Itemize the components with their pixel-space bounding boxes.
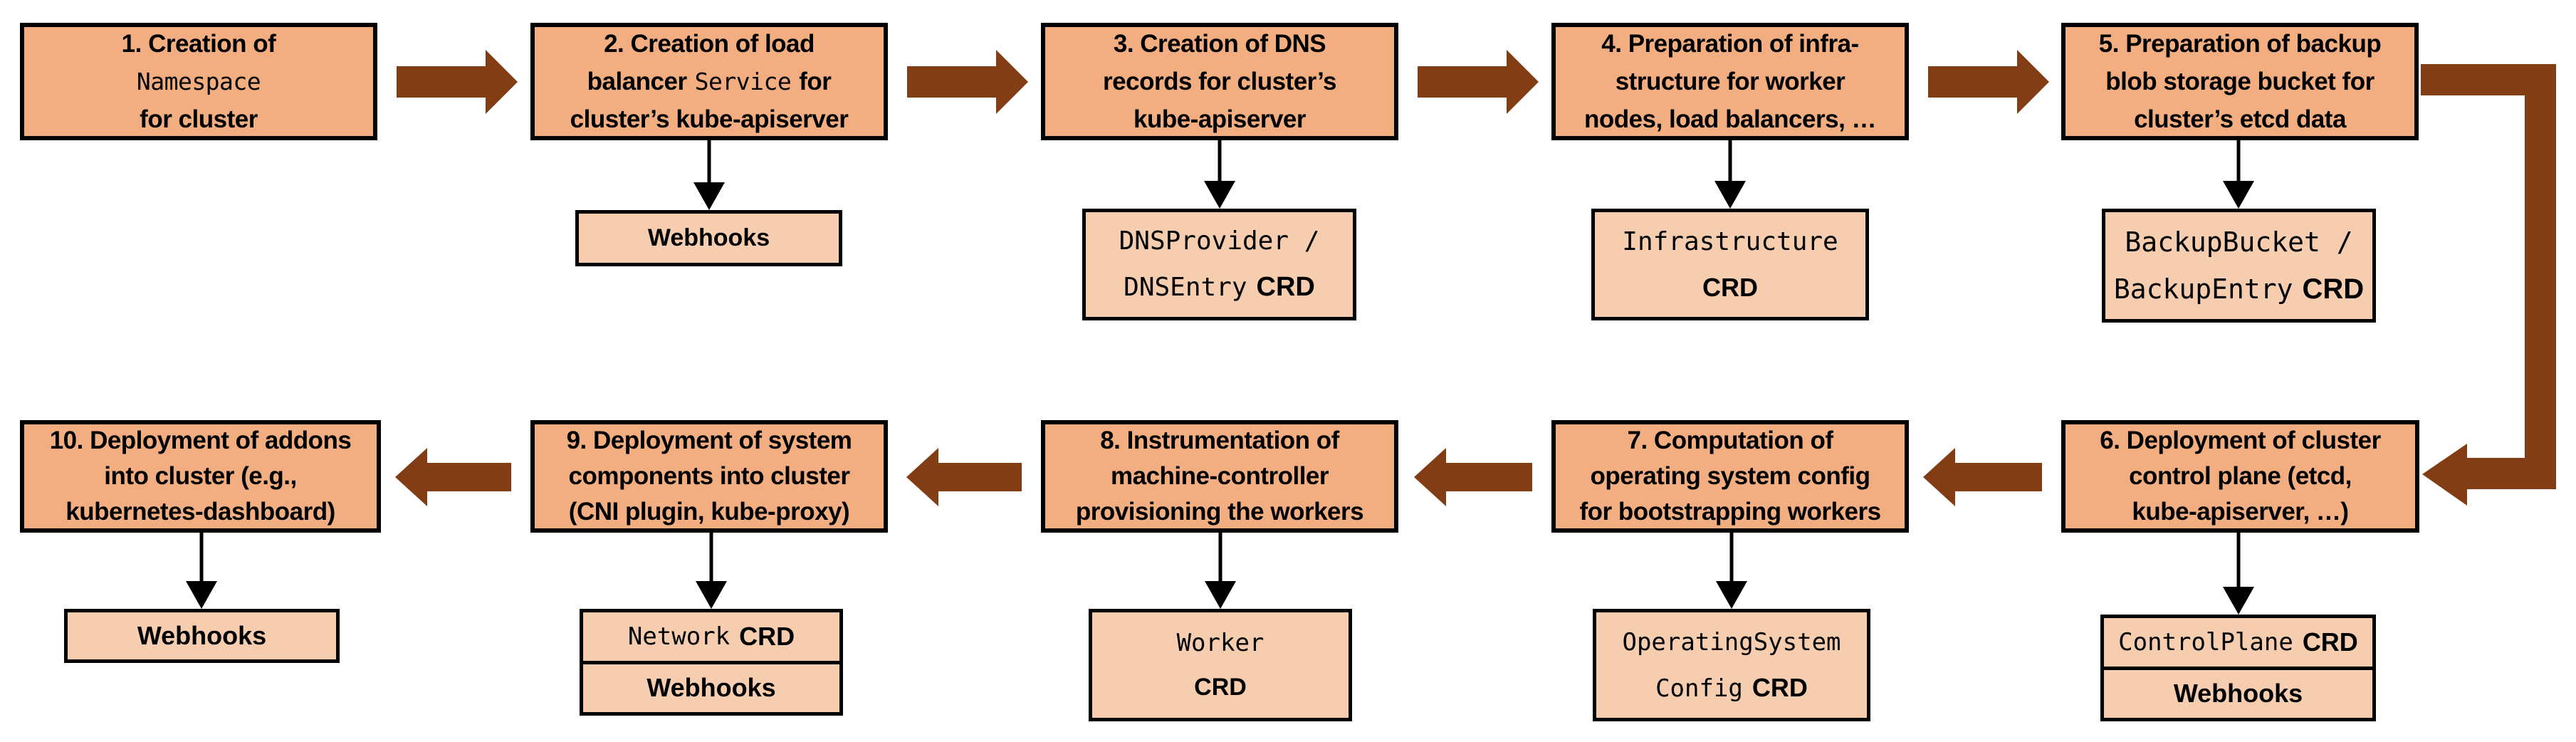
network-crd-webhooks-stack: Network CRD Webhooks [580, 609, 843, 716]
crd-label: CRD [1194, 674, 1247, 701]
connector-step9-network-crd [696, 533, 727, 609]
crd-label: CRD [2302, 627, 2358, 657]
step-10-text: 10. Deployment of addons [49, 427, 352, 454]
flow-arrow-step4-step5 [1928, 50, 2049, 114]
infrastructure-crd-box: Infrastructure CRD [1591, 209, 1869, 320]
webhooks-box-step2: Webhooks [575, 210, 842, 266]
step-box-3: 3. Creation of DNS records for cluster’s… [1041, 23, 1398, 140]
step-box-8: 8. Instrumentation of machine-controller… [1041, 420, 1398, 533]
step-box-1: 1. Creation of Namespace for cluster [20, 23, 377, 140]
backupentry-label: BackupEntry [2113, 273, 2293, 305]
connector-step10-webhooks [186, 533, 217, 609]
webhooks-cell: Webhooks [2104, 666, 2372, 719]
worker-crd-box: Worker CRD [1089, 609, 1352, 721]
step-8-text: 8. Instrumentation of [1100, 427, 1339, 454]
crd-label: CRD [2302, 273, 2365, 305]
step-box-9: 9. Deployment of system components into … [530, 420, 888, 533]
dnsprovider-dnsentry-crd-box: DNSProvider / DNSEntry CRD [1082, 209, 1356, 320]
connector-step5-backup-crd [2223, 140, 2254, 209]
step-box-7: 7. Computation of operating system confi… [1551, 420, 1909, 533]
webhooks-label: Webhooks [647, 224, 770, 251]
crd-label: CRD [1752, 672, 1808, 702]
controlplane-crd-cell: ControlPlane CRD [2104, 618, 2372, 667]
controlplane-label: ControlPlane [2118, 627, 2293, 657]
webhooks-cell: Webhooks [583, 660, 839, 713]
flow-arrow-step7-step8 [1414, 448, 1532, 506]
flow-arrow-step6-step7 [1923, 448, 2042, 506]
flow-arrow-step8-step9 [906, 448, 1022, 506]
backupbucket-label: BackupBucket / [2125, 226, 2353, 258]
flow-arrow-step9-step10 [395, 448, 511, 506]
step-3-text: 3. Creation of DNS [1113, 30, 1326, 58]
config-label: Config [1655, 674, 1743, 703]
flow-arrow-step2-step3 [907, 50, 1028, 114]
crd-label: CRD [1256, 272, 1315, 302]
connector-step4-infrastructure-crd [1714, 140, 1746, 209]
webhooks-label: Webhooks [646, 673, 776, 703]
connector-step8-worker-crd [1205, 533, 1236, 609]
operatingsystem-label: OperatingSystem [1622, 627, 1841, 657]
step-box-5: 5. Preparation of backup blob storage bu… [2061, 23, 2419, 140]
webhooks-box-step10: Webhooks [64, 609, 340, 663]
flow-arrow-step1-step2 [397, 50, 518, 114]
dnsentry-label: DNSEntry [1124, 273, 1247, 302]
connector-step6-controlplane-crd [2223, 533, 2254, 615]
service-resource-label: Service [694, 68, 792, 95]
step-box-10: 10. Deployment of addons into cluster (e… [20, 420, 381, 533]
step-box-4: 4. Preparation of infra- structure for w… [1551, 23, 1909, 140]
connector-step2-webhooks [693, 140, 725, 210]
connector-step3-dns-crd [1204, 140, 1235, 209]
step-1-text: 1. Creation of [121, 30, 276, 58]
webhooks-label: Webhooks [137, 621, 267, 650]
step-5-text: 5. Preparation of backup [2098, 30, 2382, 58]
worker-label: Worker [1176, 629, 1265, 657]
crd-label: CRD [739, 621, 795, 651]
controlplane-crd-webhooks-stack: ControlPlane CRD Webhooks [2100, 615, 2376, 721]
network-label: Network [627, 622, 731, 651]
connector-step7-osc-crd [1716, 533, 1747, 609]
step-9-text: 9. Deployment of system [566, 427, 852, 454]
step-box-6: 6. Deployment of cluster control plane (… [2061, 420, 2419, 533]
step-6-text: 6. Deployment of cluster [2100, 427, 2381, 454]
step-7-text: 7. Computation of [1627, 427, 1833, 454]
crd-label: CRD [1702, 272, 1758, 302]
webhooks-label: Webhooks [2173, 679, 2303, 709]
step-4-text: 4. Preparation of infra- [1601, 30, 1859, 58]
namespace-resource-label: Namespace [136, 68, 261, 95]
network-crd-cell: Network CRD [583, 612, 839, 661]
operatingsystemconfig-crd-box: OperatingSystem Config CRD [1593, 609, 1870, 721]
backupbucket-backupentry-crd-box: BackupBucket / BackupEntry CRD [2102, 209, 2376, 323]
flow-arrow-step5-step6 [2421, 64, 2556, 506]
infrastructure-label: Infrastructure [1622, 226, 1838, 256]
dnsprovider-label: DNSProvider / [1119, 226, 1320, 256]
flow-arrow-step3-step4 [1418, 50, 1539, 114]
step-2-text: 2. Creation of load [604, 30, 815, 58]
